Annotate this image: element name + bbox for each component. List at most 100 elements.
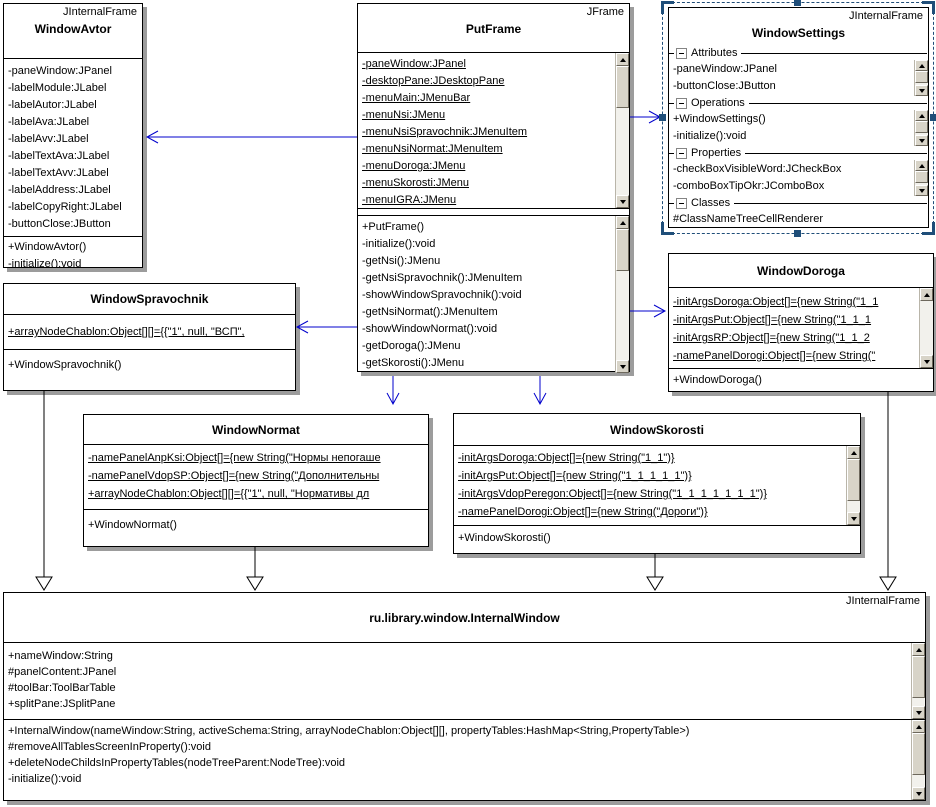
section-label: Classes: [691, 197, 731, 209]
scroll-thumb[interactable]: [915, 71, 928, 83]
scroll-track[interactable]: [616, 271, 629, 360]
class-box-windowspravochnik[interactable]: WindowSpravochnik +arrayNodeChablon:Obje…: [3, 283, 296, 391]
scroll-up-button[interactable]: [915, 160, 928, 171]
scroll-up-button[interactable]: [847, 446, 860, 459]
class-box-windowsettings[interactable]: JInternalFrame WindowSettings Attributes…: [668, 7, 929, 228]
operation-line: +deleteNodeChildsInPropertyTables(nodeTr…: [8, 757, 346, 769]
attributes-compartment: -initArgsDoroga:Object[]={new String("1_…: [669, 287, 933, 368]
scroll-down-button[interactable]: [912, 787, 925, 800]
scroll-thumb[interactable]: [915, 121, 928, 133]
scroll-down-button[interactable]: [915, 85, 928, 96]
association-putframe-to-windownormat[interactable]: [386, 376, 400, 406]
scroll-up-button[interactable]: [920, 288, 933, 301]
class-box-windownormat[interactable]: WindowNormat -namePanelAnpKsi:Object[]={…: [83, 414, 429, 547]
section-header-properties[interactable]: Properties: [669, 146, 928, 160]
class-box-internalwindow[interactable]: JInternalFrame ru.library.window.Interna…: [3, 592, 926, 801]
operation-line: +WindowSettings(): [673, 113, 766, 125]
scroll-thumb[interactable]: [915, 171, 928, 183]
scroll-thumb[interactable]: [912, 656, 925, 698]
scroll-down-button[interactable]: [915, 185, 928, 196]
section-header-classes[interactable]: Classes: [669, 196, 928, 210]
frame-type-label: JInternalFrame: [846, 595, 920, 607]
scroll-down-button[interactable]: [915, 135, 928, 146]
scroll-up-button[interactable]: [912, 720, 925, 733]
triangle-down-icon: [918, 138, 925, 143]
scroll-down-button[interactable]: [616, 360, 629, 373]
attribute-line: -paneWindow:JPanel: [362, 58, 466, 70]
association-putframe-to-windowskorosti[interactable]: [533, 376, 547, 406]
triangle-up-icon: [915, 647, 922, 652]
generalization-windowskorosti-to-internalwindow[interactable]: [646, 554, 664, 591]
attribute-line: -namePanelAnpKsi:Object[]={new String("Н…: [88, 452, 381, 464]
scrollbar[interactable]: [846, 446, 860, 525]
scroll-thumb[interactable]: [616, 229, 629, 271]
scroll-up-button[interactable]: [915, 60, 928, 71]
operations-compartment: +PutFrame()-initialize():void-getNsi():J…: [358, 215, 629, 373]
scrollbar[interactable]: [615, 216, 629, 373]
collapse-icon[interactable]: [676, 147, 687, 159]
collapse-icon[interactable]: [676, 97, 687, 109]
generalization-windownormat-to-internalwindow[interactable]: [246, 547, 264, 591]
scrollbar[interactable]: [914, 110, 928, 146]
attribute-line: +splitPane:JSplitPane: [8, 698, 116, 710]
scroll-up-button[interactable]: [912, 643, 925, 656]
scrollbar[interactable]: [911, 720, 925, 800]
class-box-windowskorosti[interactable]: WindowSkorosti -initArgsDoroga:Object[]=…: [453, 413, 861, 554]
scroll-track[interactable]: [616, 108, 629, 195]
scroll-thumb[interactable]: [847, 459, 860, 501]
attributes-compartment: -namePanelAnpKsi:Object[]={new String("Н…: [84, 444, 428, 509]
section-header-attributes[interactable]: Attributes: [669, 46, 928, 60]
class-box-putframe[interactable]: JFrame PutFrame -paneWindow:JPanel-deskt…: [357, 3, 630, 373]
scroll-down-button[interactable]: [912, 706, 925, 719]
selection-handle[interactable]: [930, 114, 936, 121]
association-putframe-to-windowavtor[interactable]: [145, 130, 357, 144]
scroll-track[interactable]: [847, 501, 860, 512]
attribute-line: -buttonClose:JButton: [8, 218, 111, 230]
scroll-down-button[interactable]: [847, 512, 860, 525]
selection-handle[interactable]: [794, 230, 801, 237]
scroll-down-button[interactable]: [616, 195, 629, 208]
generalization-windowspravochnik-to-internalwindow[interactable]: [35, 391, 53, 591]
scroll-thumb[interactable]: [912, 733, 925, 775]
operation-line: -initialize():void: [8, 773, 82, 785]
attribute-line: -desktopPane:JDesktopPane: [362, 75, 505, 87]
classes-section: #ClassNameTreeCellRenderer: [669, 210, 928, 227]
class-box-windowdoroga[interactable]: WindowDoroga -initArgsDoroga:Object[]={n…: [668, 253, 934, 392]
operation-line: -getDoroga():JMenu: [362, 340, 461, 352]
selection-handle[interactable]: [659, 114, 666, 121]
scroll-track[interactable]: [912, 698, 925, 706]
association-putframe-to-windowdoroga[interactable]: [630, 304, 667, 318]
scrollbar[interactable]: [919, 288, 933, 368]
collapse-icon[interactable]: [676, 197, 687, 209]
scroll-track[interactable]: [912, 775, 925, 787]
triangle-up-icon: [619, 220, 626, 225]
scroll-thumb[interactable]: [616, 66, 629, 108]
association-putframe-to-windowsettings[interactable]: [630, 110, 662, 124]
section-header-operations[interactable]: Operations: [669, 96, 928, 110]
collapse-icon[interactable]: [676, 47, 687, 59]
property-line: -comboBoxTipOkr:JComboBox: [673, 180, 825, 192]
attribute-line: -namePanelVdopSP:Object[]={new String("Д…: [88, 470, 380, 482]
scrollbar[interactable]: [911, 643, 925, 719]
class-name: ru.library.window.InternalWindow: [369, 611, 560, 625]
scrollbar[interactable]: [914, 60, 928, 96]
scroll-track[interactable]: [920, 301, 933, 355]
attribute-line: -initArgsDoroga:Object[]={new String("1_…: [673, 296, 879, 308]
scroll-down-button[interactable]: [920, 355, 933, 368]
operation-line: -showWindowNormat():void: [362, 323, 498, 335]
association-putframe-to-windowspravochnik[interactable]: [295, 320, 357, 334]
scroll-up-button[interactable]: [616, 53, 629, 66]
attribute-line: -namePanelDorogi:Object[]={new String("Д…: [458, 506, 708, 518]
selection-handle[interactable]: [794, 0, 801, 6]
scroll-up-button[interactable]: [616, 216, 629, 229]
attribute-line: -labelTextAva:JLabel: [8, 150, 110, 162]
operation-line: +WindowDoroga(): [673, 374, 762, 386]
class-box-windowavtor[interactable]: JInternalFrame WindowAvtor -paneWindow:J…: [3, 3, 143, 268]
property-line: -checkBoxVisibleWord:JCheckBox: [673, 163, 842, 175]
triangle-down-icon: [619, 199, 626, 204]
scrollbar[interactable]: [914, 160, 928, 196]
scrollbar[interactable]: [615, 53, 629, 208]
generalization-windowdoroga-to-internalwindow[interactable]: [879, 392, 897, 591]
scroll-up-button[interactable]: [915, 110, 928, 121]
operation-line: -getNsiNormat():JMenuItem: [362, 306, 498, 318]
